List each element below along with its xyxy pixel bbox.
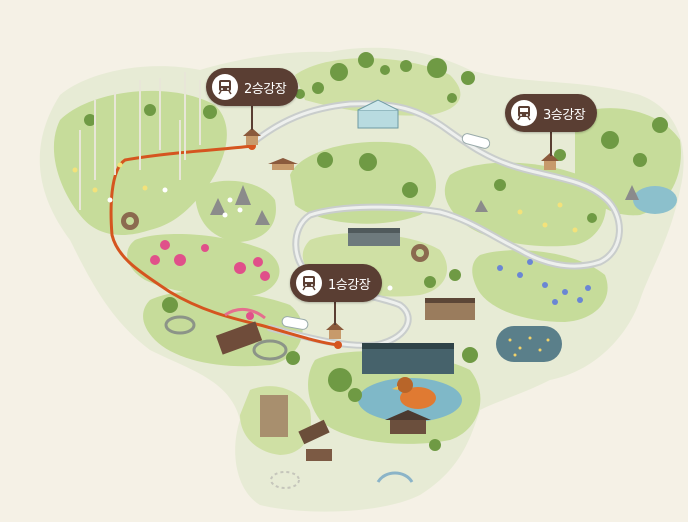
orange-route [109,144,340,347]
stop-3-stem [550,128,552,156]
greenhouse-icon [357,99,399,129]
meadow-east [444,162,606,247]
stop-3-text: 3승강장 [543,107,586,123]
train-icon [212,74,238,100]
pavilion-pond [385,410,431,434]
meadow-southwest [143,290,303,367]
bridge-icon [215,307,266,355]
building-east [425,298,475,320]
stop-2-text: 2승강장 [244,81,287,97]
lotus-pond [496,326,562,362]
station-hut-icon [243,128,559,339]
meadow-rocks [195,180,276,242]
rock-cluster [210,185,639,225]
stop-3-label[interactable]: 3승강장 [505,94,598,132]
tree-icon [79,52,668,451]
stop-1-stem [334,297,336,325]
stone-circle [270,471,300,489]
flower-icon [72,162,591,320]
pond-east [633,186,677,214]
stone-ring [164,315,288,361]
train-icon [296,270,322,296]
water-wheel-icon [121,212,429,262]
train-icon [281,133,491,330]
train-path-inner [248,102,621,347]
building-southwest [260,395,332,461]
building-middle [348,228,400,246]
bottom-arch [376,471,414,483]
train-icon [511,100,537,126]
duck-icon [392,377,436,409]
visitor-center [362,343,454,374]
stop-2-label[interactable]: 2승강장 [206,68,299,106]
stop-1-label[interactable]: 1승강장 [290,264,383,302]
stop-2-stem [251,100,253,130]
stop-1-text: 1승강장 [328,277,371,293]
